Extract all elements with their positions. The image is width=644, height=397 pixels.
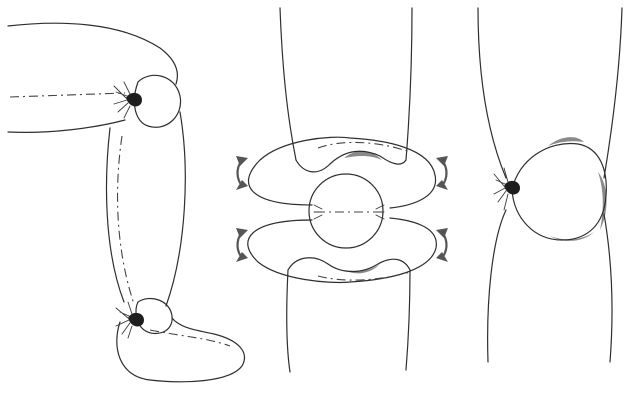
upper-thigh-left-outline <box>280 8 296 160</box>
upper-thigh-right-outline <box>406 8 412 160</box>
shin-front-outline <box>107 128 124 302</box>
rotation-arrow-top-right-icon <box>436 156 448 190</box>
thigh-axis-line <box>10 93 125 97</box>
thigh-outline <box>8 23 177 84</box>
upper-rotation-ellipse-dashed <box>318 142 410 152</box>
lower-leg-right-outline <box>406 270 410 370</box>
leg-side-view-panel <box>8 23 244 382</box>
right-upper-left-outline <box>478 8 506 178</box>
right-lower-left-outline <box>488 210 506 362</box>
lower-leg-left-outline <box>287 270 290 372</box>
knee-joint-side-view-panel <box>478 8 622 362</box>
foot-outline <box>117 318 245 382</box>
right-lower-right-outline <box>604 214 612 362</box>
ankle-joint-icon <box>116 302 144 338</box>
shin-axis-line <box>118 136 134 304</box>
shin-back-outline <box>166 112 185 306</box>
rotation-arrow-top-left-icon <box>236 156 248 190</box>
right-upper-right-outline <box>604 8 622 178</box>
lower-rotation-ellipse <box>248 218 437 282</box>
ball-hatch-left <box>314 205 322 219</box>
right-knee-joint-icon <box>494 168 520 210</box>
knee-joint-icon <box>114 82 142 118</box>
rotation-arrow-bottom-left-icon <box>236 228 248 262</box>
knee-ball-center <box>309 174 383 248</box>
rotation-arrow-bottom-right-icon <box>436 228 448 262</box>
knee-ball-front-view-panel <box>236 8 448 372</box>
right-knee-ball <box>512 143 606 240</box>
thigh-lower-outline <box>8 120 125 132</box>
lower-bone-end <box>288 258 410 272</box>
